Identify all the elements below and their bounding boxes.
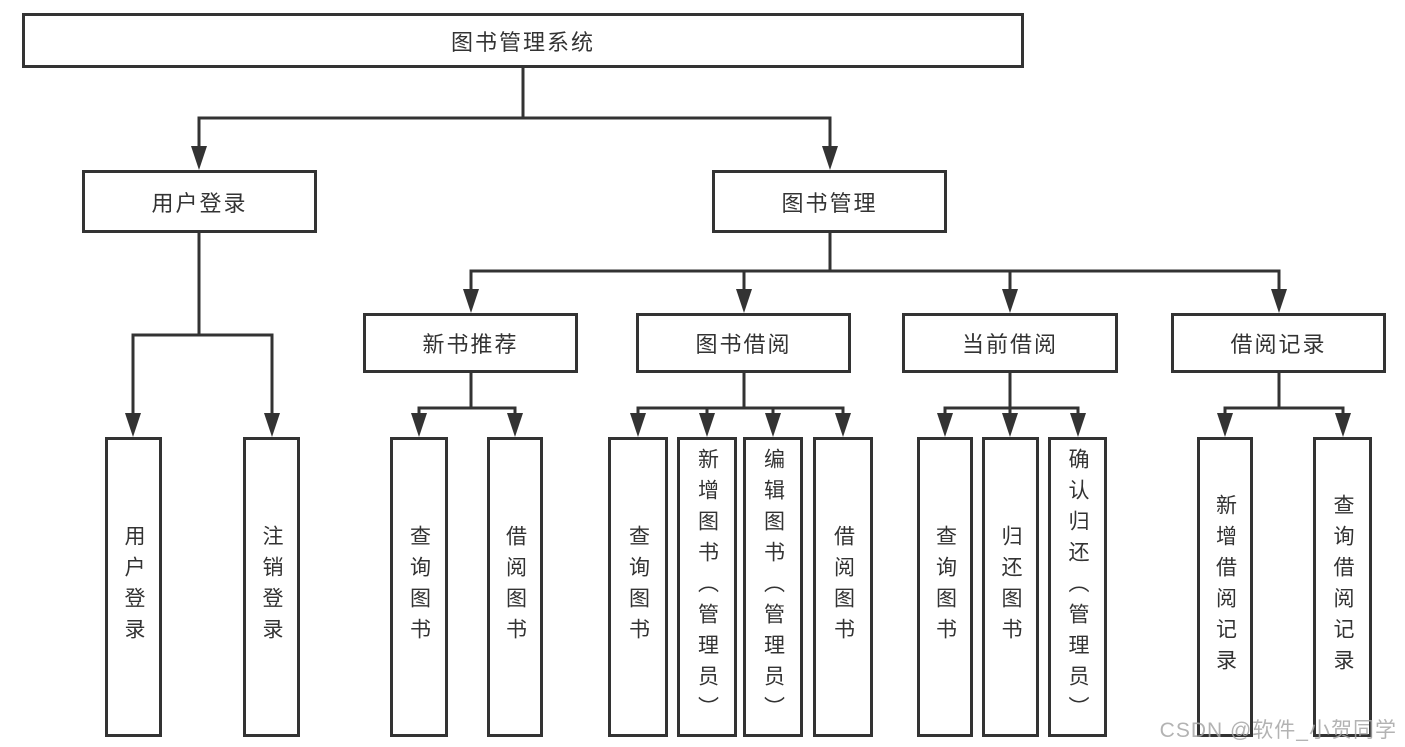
arrowhead (1271, 289, 1287, 313)
node-current-borrow: 当前借阅 (902, 313, 1118, 373)
connector-book-borrow-to-leaves (630, 371, 851, 437)
leaf-logout: 注销登录 (243, 437, 300, 737)
node-label: 图书管理 (781, 190, 878, 216)
node-book-borrow: 图书借阅 (636, 313, 851, 373)
node-book-management: 图书管理 (712, 170, 947, 233)
connector-book-mgmt-to-level3 (463, 231, 1287, 313)
leaf-edit-book-admin: 编辑图书（管理员） (743, 437, 803, 737)
node-label: 新书推荐 (422, 332, 519, 357)
leaf-add-book-admin: 新增图书（管理员） (677, 437, 737, 737)
node-label: 新增图书（管理员） (695, 447, 719, 727)
node-label: 确认归还（管理员） (1066, 447, 1089, 727)
node-label: 注销登录 (260, 525, 283, 649)
leaf-user-login: 用户登录 (105, 437, 162, 737)
arrowhead (1070, 413, 1086, 437)
node-label: 新增借阅记录 (1213, 494, 1237, 680)
node-label: 查询图书 (407, 525, 431, 649)
node-label: 图书管理系统 (450, 29, 595, 55)
arrowhead (1002, 413, 1018, 437)
arrowhead (822, 146, 838, 170)
arrowhead (937, 413, 953, 437)
arrowhead (699, 413, 715, 437)
leaf-return-book: 归还图书 (982, 437, 1039, 737)
connector-root-to-level2 (191, 66, 838, 170)
connector-borrow-records-to-leaves (1217, 371, 1351, 437)
arrowhead (125, 413, 141, 437)
node-label: 借阅图书 (831, 525, 855, 649)
node-borrow-records: 借阅记录 (1171, 313, 1386, 373)
node-new-book-recommend: 新书推荐 (363, 313, 578, 373)
node-label: 用户登录 (151, 190, 248, 216)
arrowhead (736, 289, 752, 313)
node-label: 借阅记录 (1230, 332, 1327, 357)
leaf-query-borrow-record: 查询借阅记录 (1313, 437, 1372, 737)
arrowhead (1217, 413, 1233, 437)
arrowhead (630, 413, 646, 437)
connector-new-book-to-leaves (411, 371, 523, 437)
node-label: 查询图书 (626, 525, 650, 649)
arrowhead (191, 146, 207, 170)
leaf-add-borrow-record: 新增借阅记录 (1197, 437, 1253, 737)
connector-current-borrow-to-leaves (937, 371, 1086, 437)
node-label: 查询图书 (933, 525, 957, 649)
node-label: 图书借阅 (695, 332, 792, 357)
leaf-query-book-recommend: 查询图书 (390, 437, 448, 737)
node-label: 用户登录 (122, 525, 145, 649)
arrowhead (1002, 289, 1018, 313)
node-label: 归还图书 (999, 525, 1022, 649)
arrowhead (835, 413, 851, 437)
leaf-borrow-book-recommend: 借阅图书 (487, 437, 543, 737)
arrowhead (463, 289, 479, 313)
arrowhead (264, 413, 280, 437)
leaf-confirm-return-admin: 确认归还（管理员） (1048, 437, 1107, 737)
leaf-borrow-book: 借阅图书 (813, 437, 873, 737)
node-library-management-system: 图书管理系统 (22, 13, 1024, 68)
connector-user-login-to-leaves (125, 231, 280, 437)
leaf-query-book-current: 查询图书 (917, 437, 973, 737)
node-user-login: 用户登录 (82, 170, 317, 233)
leaf-query-book-borrow: 查询图书 (608, 437, 668, 737)
arrowhead (507, 413, 523, 437)
arrowhead (411, 413, 427, 437)
node-label: 编辑图书（管理员） (761, 447, 785, 727)
csdn-watermark: CSDN @软件_小贺同学 (1159, 719, 1397, 742)
node-label: 借阅图书 (503, 525, 527, 649)
arrowhead (1335, 413, 1351, 437)
node-label: 查询借阅记录 (1331, 494, 1354, 680)
node-label: 当前借阅 (961, 332, 1058, 357)
arrowhead (765, 413, 781, 437)
